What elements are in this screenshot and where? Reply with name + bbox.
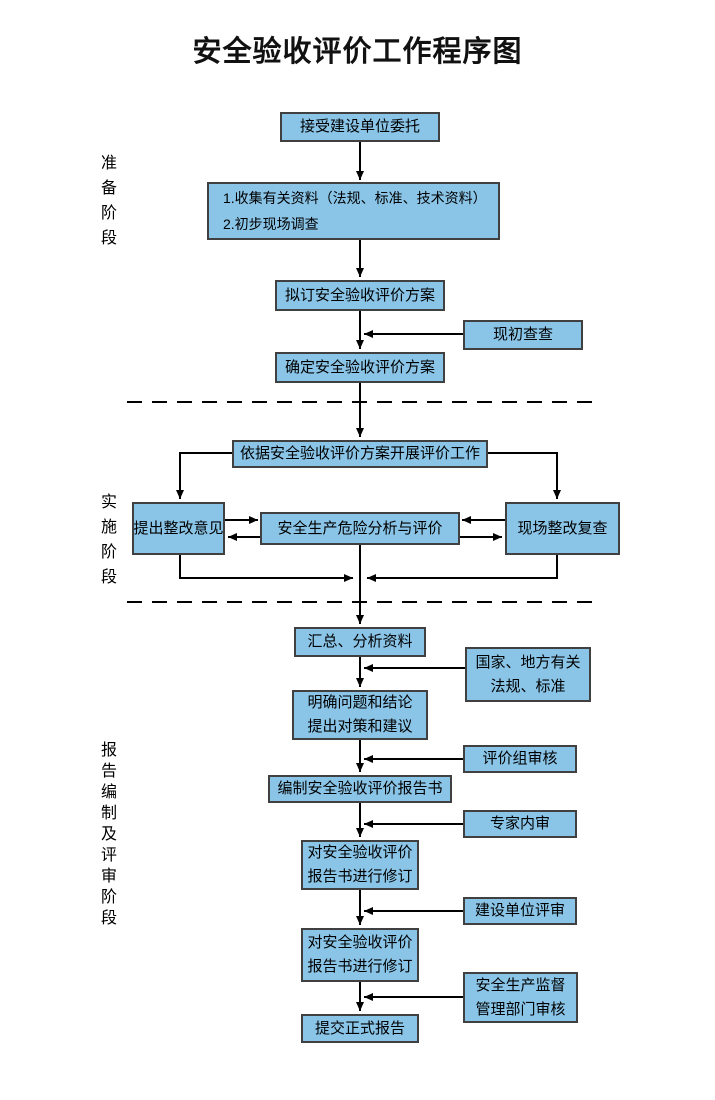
site-recheck-label: 现场整改复查 (517, 519, 608, 537)
diagram-title: 安全验收评价工作程序图 (192, 36, 523, 68)
laws-standards-line2: 法规、标准 (490, 677, 566, 695)
revise-report-box-2: 对安全验收评价 报告书进行修订 (301, 928, 419, 982)
evaluation-team-review-box: 评价组审核 (463, 745, 577, 773)
authority-review-box: 安全生产监督 管理部门审核 (463, 972, 578, 1023)
clarify-conclusion-line2: 提出对策和建议 (307, 718, 413, 735)
compile-report-box: 编制安全验收评价报告书 (268, 775, 452, 803)
confirm-plan-label: 确定安全验收评价方案 (284, 358, 435, 376)
draft-plan-box: 拟订安全验收评价方案 (275, 280, 445, 311)
site-recheck-box: 现场整改复查 (505, 502, 620, 555)
authority-review-line2: 管理部门审核 (475, 1000, 566, 1018)
clarify-conclusion-line1: 明确问题和结论 (307, 694, 413, 711)
rectification-opinion-box: 提出整改意见 (132, 502, 225, 555)
hazard-analysis-box: 安全生产危险分析与评价 (260, 512, 460, 545)
accept-commission-box: 接受建设单位委托 (280, 112, 440, 142)
revise-report-2-line1: 对安全验收评价 (307, 934, 413, 951)
owner-review-label: 建设单位评审 (474, 902, 565, 919)
collect-data-box: 1.收集有关资料（法规、标准、技术资料） 2.初步现场调查 (207, 182, 500, 240)
laws-standards-line1: 国家、地方有关 (475, 653, 581, 671)
phase-label-implementation: 实施阶段 (100, 494, 117, 586)
collect-data-line1: 1.收集有关资料（法规、标准、技术资料） (223, 190, 487, 206)
carry-out-evaluation-box: 依据安全验收评价方案开展评价工作 (232, 440, 488, 468)
initial-site-check-label: 现初查查 (492, 326, 553, 343)
submit-report-box: 提交正式报告 (301, 1014, 419, 1043)
initial-site-check-box: 现初查查 (463, 320, 583, 350)
summarize-data-label: 汇总、分析资料 (307, 633, 413, 650)
collect-data-line2: 2.初步现场调查 (223, 216, 319, 232)
hazard-analysis-label: 安全生产危险分析与评价 (277, 519, 443, 537)
evaluation-team-review-label: 评价组审核 (482, 750, 558, 767)
rectification-opinion-label: 提出整改意见 (133, 519, 224, 537)
confirm-plan-box: 确定安全验收评价方案 (275, 352, 445, 383)
revise-report-1-line2: 报告书进行修订 (307, 868, 413, 885)
accept-commission-label: 接受建设单位委托 (299, 118, 420, 135)
revise-report-2-line2: 报告书进行修订 (307, 958, 413, 975)
submit-report-label: 提交正式报告 (314, 1019, 405, 1037)
laws-standards-box: 国家、地方有关 法规、标准 (465, 647, 591, 702)
carry-out-evaluation-label: 依据安全验收评价方案开展评价工作 (239, 445, 480, 462)
draft-plan-label: 拟订安全验收评价方案 (284, 286, 435, 304)
clarify-conclusion-box: 明确问题和结论 提出对策和建议 (292, 690, 428, 740)
phase-label-preparation: 准备阶段 (100, 155, 117, 247)
owner-review-box: 建设单位评审 (463, 897, 577, 925)
expert-review-label: 专家内审 (489, 815, 550, 832)
revise-report-1-line1: 对安全验收评价 (307, 844, 413, 861)
summarize-data-box: 汇总、分析资料 (294, 627, 426, 657)
authority-review-line1: 安全生产监督 (475, 976, 566, 994)
phase-label-reporting: 报告编制及评审阶段 (100, 742, 117, 927)
compile-report-label: 编制安全验收评价报告书 (277, 780, 443, 797)
expert-review-box: 专家内审 (463, 810, 577, 838)
revise-report-box-1: 对安全验收评价 报告书进行修订 (301, 840, 419, 890)
